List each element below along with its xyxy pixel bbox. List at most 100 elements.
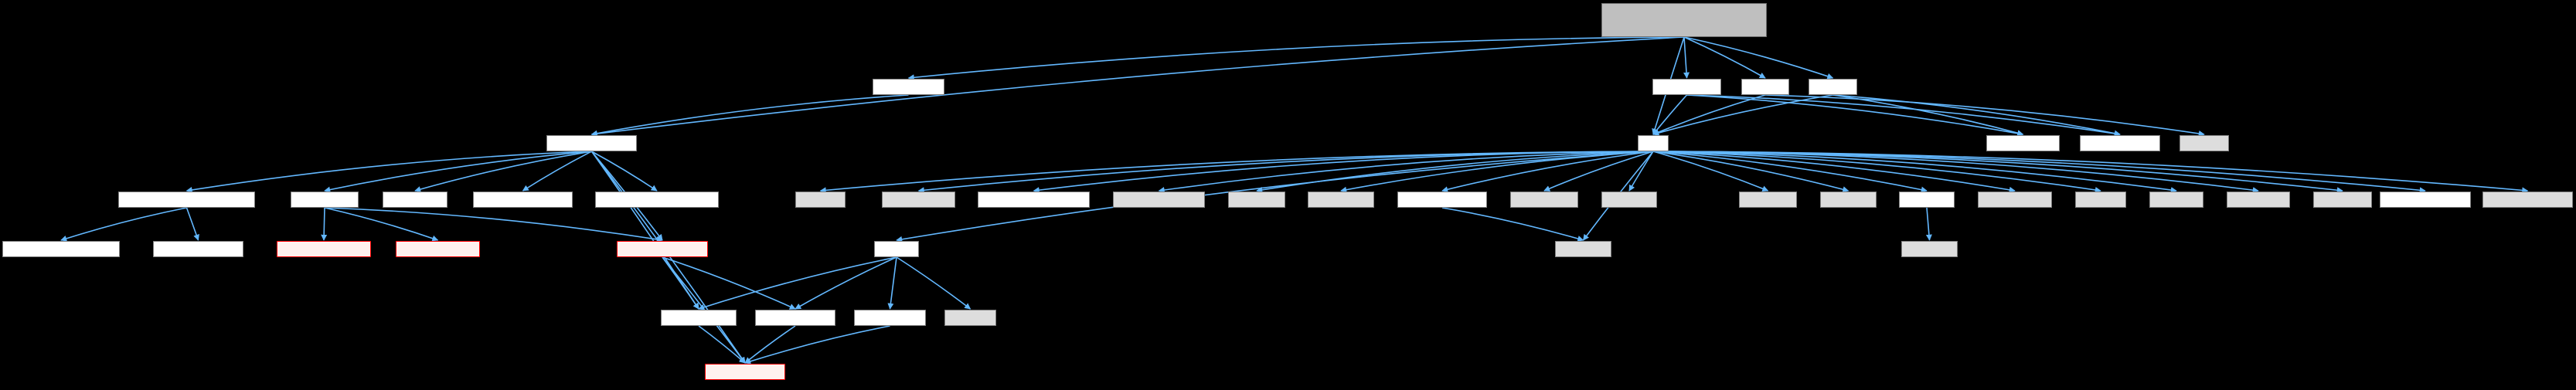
graph-edge [1652,94,1766,135]
graph-edge [1683,36,1766,79]
graph-node-root[interactable] [1601,3,1767,37]
graph-edge [1652,151,2343,194]
graph-edge [1832,94,2121,137]
graph-node-float[interactable] [1741,79,1789,95]
graph-edge [744,325,796,364]
graph-edge [1256,151,1654,193]
graph-node-c-h[interactable] [1638,135,1669,151]
graph-edge [1683,36,1690,79]
graph-edge [414,151,592,192]
graph-node-pg-config-manual[interactable] [978,192,1090,208]
graph-node-port[interactable] [874,241,919,257]
graph-node-libpq-be[interactable] [546,135,637,151]
graph-node-stdint[interactable] [1555,241,1611,257]
graph-node-postgres[interactable] [1652,79,1721,95]
graph-edge [744,325,890,365]
graph-node-assert[interactable] [1228,192,1285,208]
graph-node-math[interactable] [2180,135,2229,151]
graph-node-utils-palloc[interactable] [2080,135,2160,151]
graph-node-sys-time[interactable] [383,192,447,208]
graph-node-signal[interactable] [1901,241,1958,257]
graph-node-timestamp[interactable] [595,192,719,208]
graph-edge [1033,151,1654,194]
graph-node-stddef[interactable] [1739,192,1797,208]
graph-edge [1686,94,2024,137]
graph-node-regex[interactable] [396,241,480,257]
graph-edge [917,151,1654,194]
graph-edge [1652,94,1688,135]
graph-edge [1652,151,2101,193]
graph-edge [819,151,1654,194]
graph-node-locale[interactable] [2149,192,2203,208]
graph-edge [522,151,592,192]
graph-edge [698,256,897,310]
graph-edge [590,151,699,310]
graph-edge [1925,207,1932,241]
graph-node-inttypes[interactable] [1308,192,1374,208]
graph-node-libpq-auth[interactable] [873,79,944,95]
graph-node-errno[interactable] [2075,192,2126,208]
graph-node-string[interactable] [1899,192,1955,208]
graph-edge [590,151,746,364]
graph-node-errcodes[interactable] [2482,192,2573,208]
graph-edge [662,256,699,310]
graph-edge [1652,151,1849,193]
graph-node-pg-config-os[interactable] [1113,192,1205,208]
graph-edge [1543,151,1654,192]
graph-node-stdbool[interactable] [2227,192,2290,208]
graph-node-pqcomm[interactable] [617,241,708,257]
graph-edge [1652,151,2177,193]
graph-edge [1652,151,2259,194]
graph-edge [1652,94,1833,136]
graph-edge [1340,151,1654,193]
graph-edge [795,256,897,310]
graph-edge [321,207,328,241]
graph-node-ctype[interactable] [944,310,996,326]
graph-edge [1441,207,1584,242]
graph-node-stdlib[interactable] [1601,192,1657,208]
graph-node-utils-elog[interactable] [1986,135,2060,151]
graph-edge [1652,151,2016,193]
graph-edge [1764,94,2205,137]
graph-edge [1652,151,1769,192]
graph-edge [185,207,199,241]
graph-node-sys-socket[interactable] [705,364,785,380]
graph-edge [1441,151,1654,193]
graph-node-sys-types[interactable] [1978,192,2052,208]
graph-node-stdarg[interactable] [1820,192,1877,208]
graph-node-stdio[interactable] [795,192,846,208]
graph-node-fmgr[interactable] [1809,79,1857,95]
graph-node-libpq-hba[interactable] [291,192,359,208]
graph-edge [896,256,972,310]
graph-node-postgres-ext[interactable] [1397,192,1487,208]
graph-node-pg-gssapi[interactable] [473,192,573,208]
graph-node-cryptohash[interactable] [2,241,120,257]
graph-edge [324,151,592,193]
graph-node-stdalign[interactable] [1510,192,1578,208]
graph-edge [324,207,439,242]
graph-edge [1652,151,1928,193]
graph-node-scram-common[interactable] [118,192,255,208]
graph-node-pg-config[interactable] [882,192,955,208]
graph-node-pg-list[interactable] [277,241,371,257]
graph-node-sha2[interactable] [153,241,243,257]
graph-edge [1686,94,2121,137]
graph-edge [185,151,592,193]
graph-edge [698,325,746,364]
graph-edge [590,94,909,137]
graph-edge [324,207,663,242]
graph-edge [60,207,187,242]
graph-edge [1832,94,2024,137]
graph-edge [590,36,1685,137]
graph-edge [1652,151,2529,194]
graph-node-arpa-inet[interactable] [854,310,926,326]
graph-edge [1158,151,1654,193]
graph-edge [1683,36,1834,80]
graph-edge [907,36,1685,81]
graph-edge [662,256,796,310]
graph-node-netinet-tcp[interactable] [755,310,835,326]
graph-node-stringinfo[interactable] [2380,192,2471,208]
graph-node-setjmp[interactable] [2313,192,2372,208]
graph-node-netinet-in[interactable] [661,310,737,326]
